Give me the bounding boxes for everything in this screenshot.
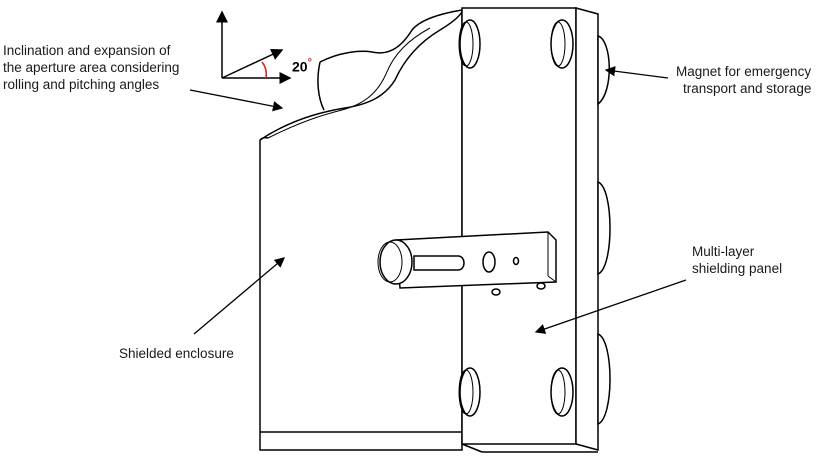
panel-annotation-line-2: shielding panel [692, 261, 783, 276]
magnet-top-right [550, 19, 574, 69]
back-magnet-middle [597, 180, 611, 276]
angle-axes [216, 10, 292, 84]
panel-annotation: Multi-layer shielding panel [692, 243, 782, 277]
shielding-panel [461, 7, 599, 453]
latch-handle [377, 231, 557, 296]
panel-magnets [458, 19, 574, 417]
angle-arc [261, 61, 268, 79]
aperture-annotation-line-2: the aperture area considering [3, 60, 180, 75]
panel-side-face [575, 7, 599, 451]
magnet-top-left [458, 19, 481, 69]
magnet-leader-arrow [604, 66, 669, 79]
latch-hole-small [512, 256, 520, 266]
latch-slot [413, 255, 465, 271]
magnet-annotation-line-1: Magnet for emergency [676, 64, 812, 79]
enclosure-annotation: Shielded enclosure [119, 345, 234, 362]
back-magnets [597, 35, 611, 426]
latch-hole-large [482, 251, 496, 273]
aperture-back-edge [267, 27, 431, 139]
magnet-annotation-line-2: transport and storage [683, 81, 812, 96]
panel-leader-arrow [534, 279, 687, 334]
enclosure-leader-arrow [193, 257, 285, 335]
aperture-annotation-line-3: rolling and pitching angles [3, 77, 160, 92]
aperture-upper-rim [319, 9, 463, 63]
panel-bottom-edge [461, 443, 483, 453]
panel-annotation-line-1: Multi-layer [692, 244, 755, 259]
aperture-front-edge [259, 11, 463, 141]
aperture-leader-arrow [189, 89, 284, 112]
leader-arrows [189, 66, 687, 335]
latch-rivet-left [491, 288, 501, 296]
aperture-annotation: Inclination and expansion of the apertur… [3, 42, 179, 93]
magnet-bottom-left [458, 367, 481, 417]
enclosure-annotation-line-1: Shielded enclosure [119, 346, 234, 361]
latch-knob [379, 239, 413, 285]
magnet-annotation: Magnet for emergency transport and stora… [676, 63, 811, 97]
aperture-annotation-line-1: Inclination and expansion of [3, 43, 171, 58]
shielded-enclosure [259, 9, 463, 451]
back-magnet-bottom [597, 332, 611, 426]
inclined-axis-arrow [221, 49, 284, 79]
aperture-left-lip [259, 136, 269, 141]
magnet-bottom-right [550, 367, 574, 417]
enclosure-body [259, 10, 463, 451]
latch-rivet-right [536, 282, 546, 290]
angle-value-label: 20° [292, 57, 312, 75]
aperture-rim-connector [317, 61, 325, 111]
